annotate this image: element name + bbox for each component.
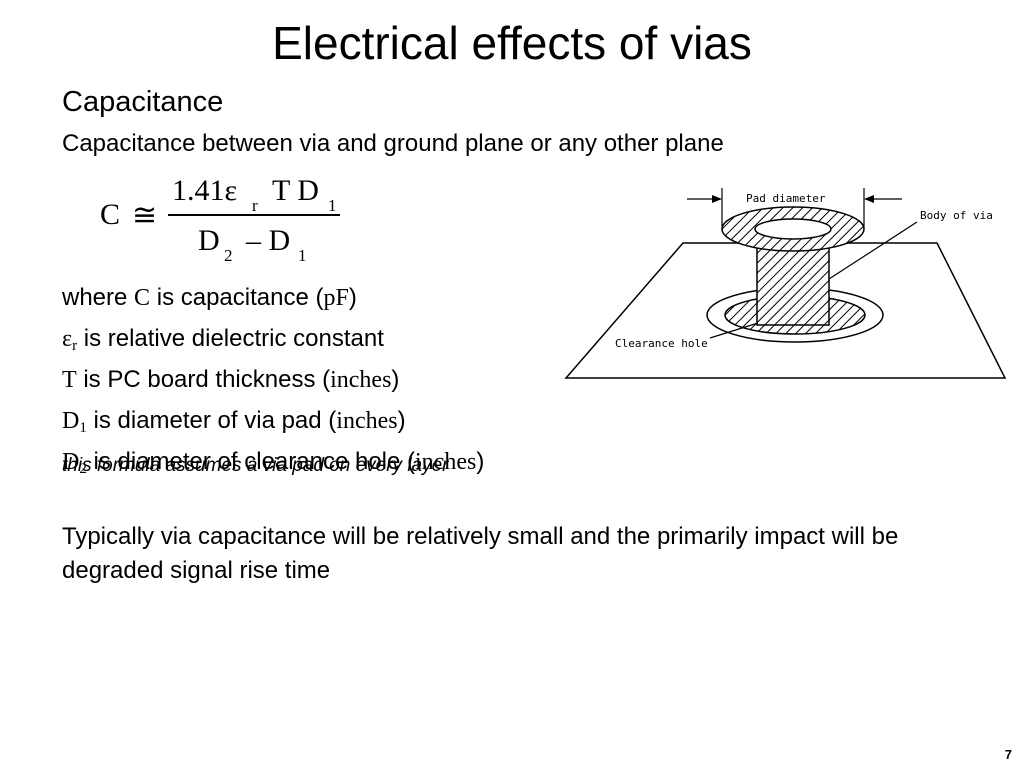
capacitance-formula: C ≅ 1.41ε r T D 1 D 2 – D 1 [100,170,360,270]
label-body-of-via: Body of via [920,209,993,222]
definition-row: T is PC board thickness (inches) [62,366,400,393]
formula-num-coef: 1.41ε [172,174,238,207]
section-subheading: Capacitance between via and ground plane… [62,130,724,157]
definition-list: where C is capacitance (pF) εr is relati… [62,281,484,486]
definition-row: D1 is diameter of via pad (inches) [62,407,406,436]
formula-num-T: T D [272,174,319,207]
formula-den-b-sub: 1 [298,246,307,265]
summary-paragraph: Typically via capacitance will be relati… [62,523,899,584]
fraction-bar [168,214,340,216]
formula-lhs: C [100,198,121,231]
slide-title: Electrical effects of vias [272,17,752,69]
formula-den-a: D [198,224,220,257]
definition-row: εr is relative dielectric constant [62,325,384,354]
formula-approx: ≅ [132,199,158,232]
top-pad-hole [754,218,832,240]
label-pad-diameter: Pad diameter [746,192,826,205]
formula-num-coef-sub: r [252,196,258,215]
formula-num-T-sub: 1 [328,196,337,215]
definition-row: D2 is diameter of clearance hole (inches… [62,448,485,477]
section-heading: Capacitance [62,86,224,118]
label-clearance-hole: Clearance hole [615,337,708,350]
page-number: 7 [1004,747,1012,762]
formula-den-op: – D [246,224,291,257]
definition-row: where C is capacitance (pF) [62,284,357,311]
formula-den-a-sub: 2 [224,246,233,265]
formula-note: this formula assumes a via pad on every … [62,455,449,476]
